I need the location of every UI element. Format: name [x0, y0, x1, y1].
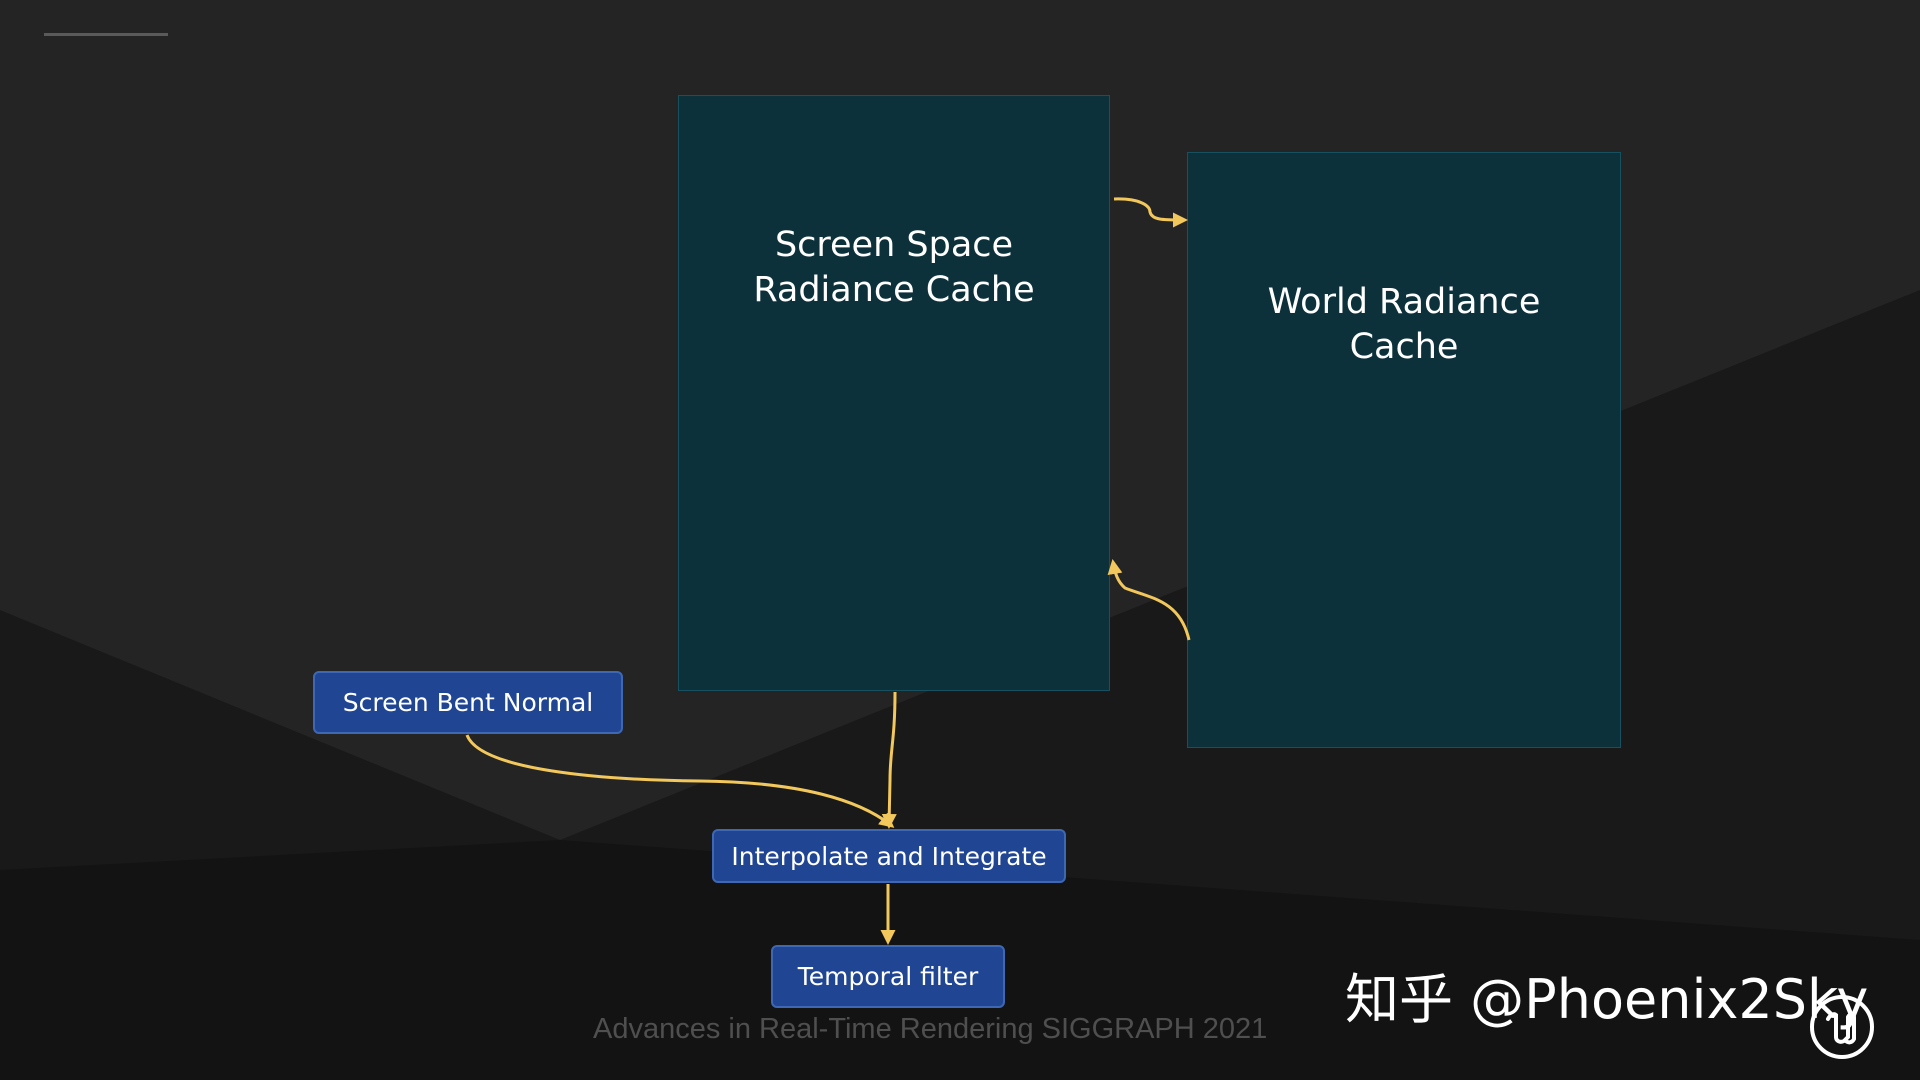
screen-space-radiance-cache-box: Screen Space Radiance Cache	[678, 95, 1110, 691]
arrow-bent-normal-to-interp	[465, 734, 895, 828]
arrow-ss-to-world	[1113, 197, 1188, 228]
arrow-world-to-ss	[1107, 559, 1191, 641]
screen-space-cache-title-line1: Screen Space	[774, 225, 1014, 265]
temporal-filter-label: Temporal filter	[797, 962, 979, 991]
screen-bent-normal-box: Screen Bent Normal	[313, 671, 623, 734]
interpolate-and-integrate-label: Interpolate and Integrate	[731, 841, 1047, 871]
world-cache-title-line2: Cache	[1349, 327, 1459, 367]
arrow-ss-to-interp	[881, 691, 897, 829]
interpolate-and-integrate-box: Interpolate and Integrate	[712, 829, 1066, 883]
title-underline	[44, 33, 168, 36]
screen-space-cache-title-line2: Radiance Cache	[753, 270, 1035, 310]
screen-bent-normal-label: Screen Bent Normal	[342, 688, 594, 717]
world-radiance-cache-box: World Radiance Cache	[1187, 152, 1621, 748]
watermark: 知乎 @Phoenix2Sky	[1345, 968, 1869, 1031]
temporal-filter-box: Temporal filter	[771, 945, 1005, 1008]
unreal-engine-logo-icon	[1810, 995, 1874, 1059]
footer-credit: Advances in Real-Time Rendering SIGGRAPH…	[593, 1013, 1268, 1045]
world-cache-title-line1: World Radiance	[1267, 282, 1541, 322]
